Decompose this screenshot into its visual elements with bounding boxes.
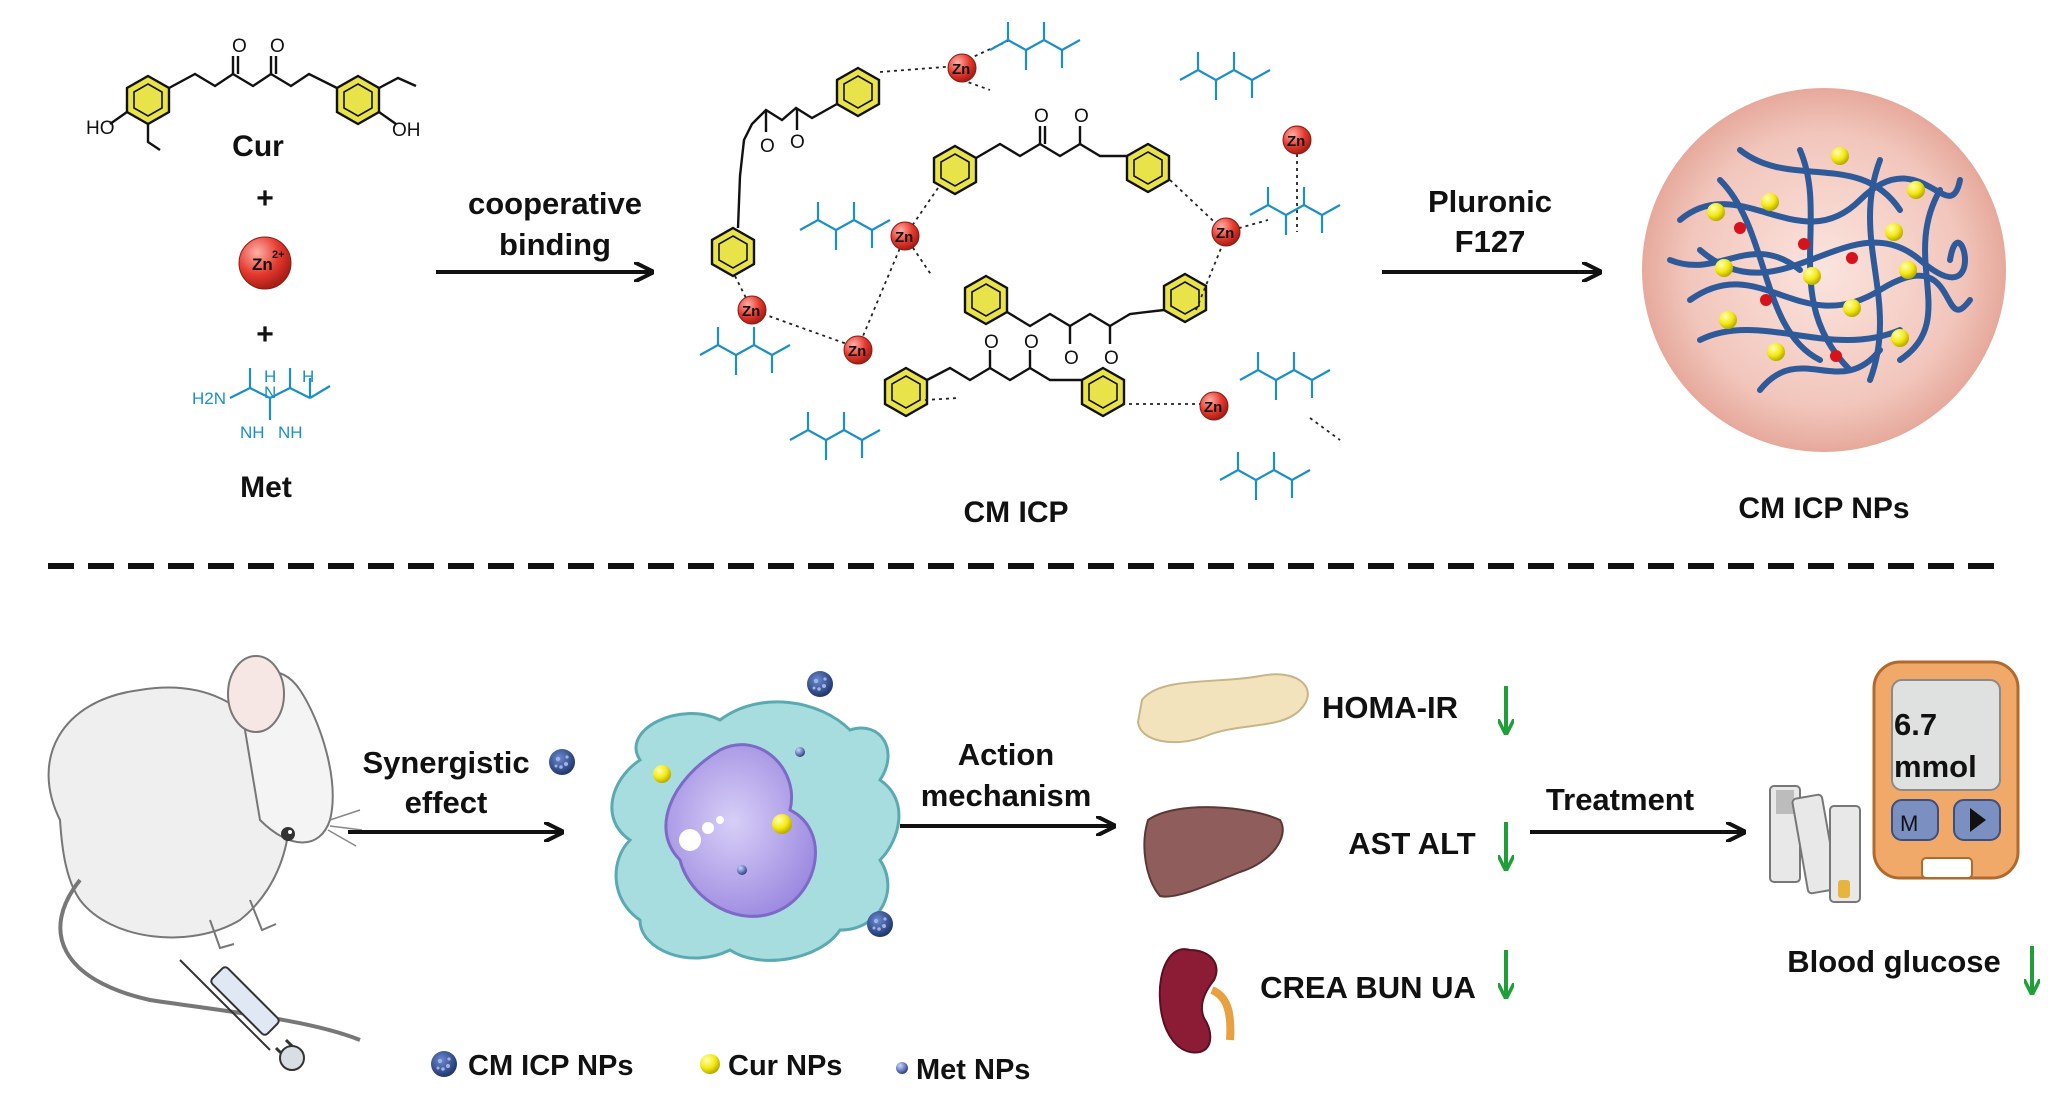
mouse-illustration [47, 655, 363, 1042]
icp-o-2: O [1074, 106, 1089, 127]
zn-node-2: Zn [890, 221, 920, 251]
legend-cur-nps: Cur NPs [728, 1050, 842, 1082]
meter-value: 6.7 [1894, 707, 1937, 742]
zn-node-5: Zn [737, 295, 767, 325]
icp-o-5: O [984, 332, 999, 353]
svg-text:Zn: Zn [1204, 399, 1222, 416]
yellow-dot-icon [700, 1054, 720, 1074]
cm-icp-network: O O O O O O O O Zn Zn Zn Zn Zn Zn Zn [698, 20, 1342, 502]
arrow1-label-line1: cooperative [468, 186, 642, 221]
meter-button-m: M [1900, 811, 1918, 836]
met-h2n: H2N [192, 389, 226, 408]
arrow2-label-line1: Pluronic [1428, 184, 1552, 219]
blue-dot-icon [896, 1062, 908, 1074]
kidney-icon [1158, 948, 1235, 1054]
cur-ho-label: HO [86, 118, 115, 139]
icp-o-3: O [1064, 348, 1079, 369]
zn-node-7: Zn [1199, 391, 1229, 421]
arrow5-label: Treatment [1546, 782, 1694, 817]
icp-o-8: O [760, 136, 775, 157]
zn-node-4: Zn [1211, 217, 1241, 247]
zn-ion-symbol: Zn [252, 255, 273, 274]
zn-node-1: Zn [947, 53, 977, 83]
arrow1-label-line2: binding [499, 227, 611, 262]
svg-text:Zn: Zn [1287, 133, 1305, 150]
zn-ion-charge: 2+ [272, 249, 285, 261]
cur-label: Cur [232, 130, 284, 163]
arrow4-label-line1: Action [958, 737, 1054, 772]
met-h: H [264, 367, 276, 386]
metformin-structure: H2N NH NH H N H [192, 367, 331, 442]
cur-oh-label: OH [392, 120, 421, 141]
cm-icp-nps-label: CM ICP NPs [1738, 492, 1909, 525]
cm-icp-label: CM ICP [964, 496, 1069, 529]
liver-icon [1143, 806, 1284, 898]
syringe-icon [179, 959, 305, 1071]
arrow3-label-line2: effect [405, 785, 488, 820]
zn-ion-icon: Zn 2+ [238, 236, 292, 290]
plus-sign-1: + [256, 182, 274, 215]
svg-text:Zn: Zn [848, 343, 866, 360]
legend-cm-icp-nps: CM ICP NPs [468, 1050, 633, 1082]
marker-crea-bun-ua: CREA BUN UA [1260, 970, 1476, 1005]
glucose-meter-icon [1872, 660, 2020, 880]
icp-o-1: O [1034, 106, 1049, 127]
legend: CM ICP NPs Cur NPs Met NPs [431, 1050, 1030, 1086]
cell-illustration [610, 700, 901, 962]
blood-glucose-label: Blood glucose [1787, 944, 2001, 979]
svg-text:Zn: Zn [952, 61, 970, 78]
icp-o-6: O [1024, 332, 1039, 353]
icp-o-7: O [790, 132, 805, 153]
marker-homa-ir: HOMA-IR [1322, 690, 1458, 725]
test-strips-icon [1769, 785, 1861, 903]
svg-text:Zn: Zn [1216, 225, 1234, 242]
arrow2-label-line2: F127 [1455, 224, 1526, 259]
marker-ast-alt: AST ALT [1348, 826, 1475, 861]
arrow3-label-line1: Synergistic [362, 745, 529, 780]
met-nh-1: NH [240, 423, 265, 442]
carbonyl-o-2: O [270, 36, 285, 57]
svg-text:Zn: Zn [742, 303, 760, 320]
plus-sign-2: + [256, 318, 274, 351]
arrow4-label-line2: mechanism [921, 778, 1092, 813]
cm-icp-nps-sphere [1642, 88, 2006, 452]
met-nh-2: NH [278, 423, 303, 442]
pancreas-icon [1136, 673, 1309, 744]
met-n: N [264, 383, 276, 402]
carbonyl-o-1: O [232, 36, 247, 57]
zn-node-6: Zn [843, 335, 873, 365]
met-h-2: H [302, 367, 314, 386]
curcumin-structure: O O HO OH [86, 36, 421, 151]
icp-o-4: O [1104, 348, 1119, 369]
zn-node-3: Zn [1282, 125, 1312, 155]
svg-text:Zn: Zn [895, 229, 913, 246]
legend-met-nps: Met NPs [916, 1054, 1030, 1086]
met-label: Met [240, 471, 292, 504]
meter-unit: mmol [1894, 749, 1977, 784]
